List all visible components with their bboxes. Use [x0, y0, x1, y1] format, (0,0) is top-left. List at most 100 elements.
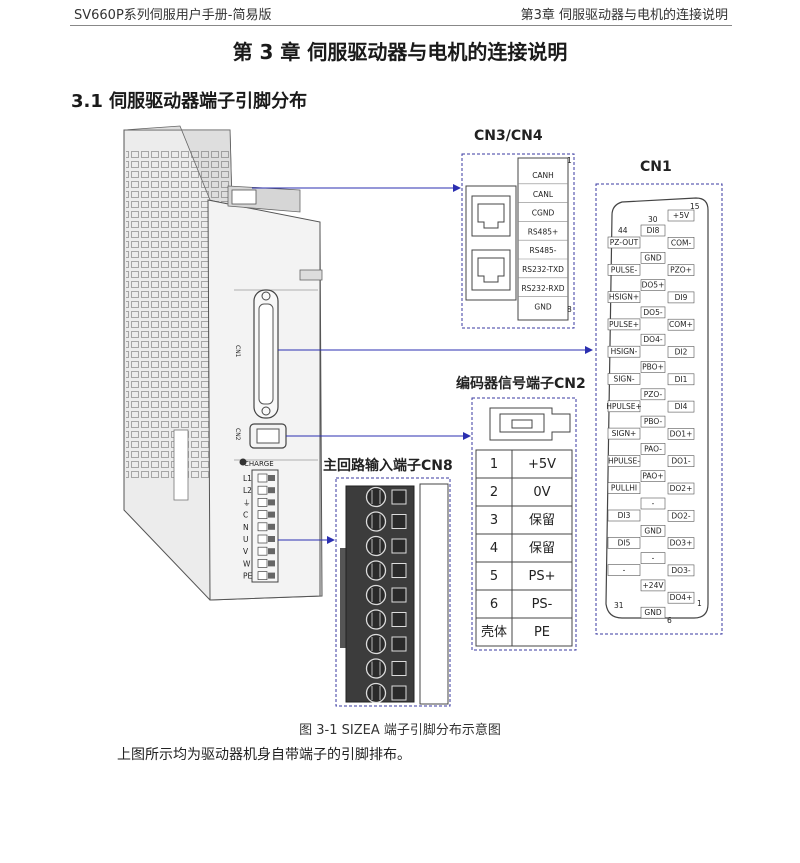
cn1-pin: HSIGN+ [609, 293, 639, 302]
cn34-pin: RS485- [530, 246, 557, 255]
cn34-pin: CANL [533, 190, 554, 199]
cn1-pin-box [640, 306, 666, 319]
terminal-slot [391, 685, 407, 701]
drive-terminal-screw [268, 475, 275, 481]
cn2-pin-number: 1 [490, 457, 498, 472]
cn1-pin-box [640, 224, 666, 237]
cn1-pin: DO1- [671, 457, 690, 466]
drive-terminal-label: V [243, 547, 249, 556]
drive-terminal-screw [268, 523, 275, 530]
cn1-pin: GND [644, 526, 661, 535]
cn1-pin: DO3- [671, 566, 690, 575]
cn1-pin-box [607, 564, 641, 576]
cn2-pin-signal: PS- [532, 597, 553, 612]
drive-terminal-label: U [243, 535, 249, 544]
cn1-num-44: 44 [618, 226, 628, 235]
cn2-pin-number: 4 [490, 541, 498, 556]
label-cn34: CN3/CN4 [474, 128, 543, 144]
cn34-pin: RS485+ [528, 227, 559, 236]
drive-terminal-pin [257, 510, 268, 519]
drive-terminal-screw [268, 511, 275, 518]
cn1-pin-box [607, 291, 641, 303]
cn1-pin: DI3 [618, 511, 631, 520]
cn1-pin: PULLHI [611, 484, 637, 493]
cn1-pin: - [652, 554, 655, 563]
cn1-pin-box [640, 361, 666, 373]
drive-terminal-screw [268, 560, 275, 567]
cn1-pin-box [640, 388, 666, 401]
header-right: 第3章 伺服驱动器与电机的连接说明 [520, 8, 728, 23]
cn1-pin-box [640, 443, 666, 455]
cn1-pin-box [607, 509, 641, 522]
header-rule [70, 25, 732, 26]
cn2-pin-number: 壳体 [481, 625, 507, 640]
cn1-pin-box [640, 470, 666, 483]
cn34-pin: RS232-RXD [521, 284, 564, 293]
cn1-pin: HSIGN- [611, 347, 638, 356]
cn1-pin: DO2+ [670, 484, 693, 493]
cn1-pin: DO1+ [670, 429, 693, 438]
cn34-pin: RS232-TXD [522, 265, 564, 274]
terminal-screw [365, 682, 387, 704]
terminal-slot [391, 612, 407, 627]
drive-terminal-pin [257, 485, 268, 495]
cn1-num-31: 31 [614, 601, 624, 610]
cn1-pin-box [607, 345, 641, 358]
drive-terminal-screw [268, 572, 275, 579]
cn2-pin-signal: PE [534, 625, 550, 640]
cn1-pin: SIGN- [613, 375, 634, 384]
terminal-slot [391, 661, 407, 676]
cn1-pin-box [667, 400, 695, 413]
cn1-pin-box [667, 428, 695, 440]
cn1-pin-box [667, 346, 695, 358]
cn1-pin-box [607, 373, 641, 385]
terminal-slot [391, 636, 407, 652]
section-title: 3.1 伺服驱动器端子引脚分布 [71, 91, 308, 112]
terminal-slot [391, 514, 407, 529]
cn1-num-1: 1 [697, 599, 702, 608]
cn1-pin-box [667, 509, 695, 522]
cn2-pin-signal: 保留 [529, 541, 555, 556]
drive-terminal-label: ⏚ [243, 498, 251, 507]
terminal-screw [365, 633, 387, 655]
label-cn8: 主回路输入端子CN8 [323, 458, 453, 474]
cn1-pin: DO4+ [670, 593, 693, 602]
terminal-slot [391, 489, 407, 505]
cn1-pin-box [607, 236, 641, 249]
cn1-pin-box [607, 482, 641, 495]
drive-terminal-pin [257, 534, 268, 544]
cn1-num-30: 30 [648, 215, 658, 224]
cn1-pin: PBO+ [642, 363, 664, 372]
terminal-screw [365, 560, 387, 581]
label-cn2: 编码器信号端子CN2 [456, 376, 586, 392]
cn1-pin: SIGN+ [612, 429, 637, 438]
drive-terminal-label: L1 [243, 474, 252, 483]
cn1-pin: PZO+ [670, 266, 692, 275]
cn1-pin: DO5+ [642, 281, 665, 290]
drive-terminal-pin [257, 546, 268, 556]
cn34-pin: GND [534, 303, 551, 312]
drive-terminal-screw [268, 536, 275, 542]
charge-label: CHARGE [244, 460, 274, 468]
drive-terminal-pin [257, 571, 268, 580]
cn34-pin: CANH [532, 171, 554, 180]
drive-terminal-label: N [243, 523, 249, 532]
terminal-screw [365, 584, 387, 606]
cn2-pin-number: 5 [490, 569, 498, 584]
cn1-pin: DO4- [643, 335, 662, 344]
cn1-pin-box [640, 552, 666, 564]
cn1-pin: DI9 [675, 293, 688, 302]
cn2-pin-signal: PS+ [529, 569, 556, 584]
drive-cn2-label: CN2 [234, 428, 241, 441]
cn1-pin-box [667, 455, 695, 468]
cn1-pin: - [652, 499, 655, 508]
terminal-screw [365, 535, 387, 557]
cn34-pin-last: 8 [567, 305, 572, 314]
terminal-screw [365, 658, 387, 679]
charge-led [239, 458, 247, 466]
cn1-pin: DI8 [647, 226, 660, 235]
figure-caption: 图 3-1 SIZEA 端子引脚分布示意图 [299, 723, 501, 738]
cn1-pin: +5V [673, 211, 690, 220]
